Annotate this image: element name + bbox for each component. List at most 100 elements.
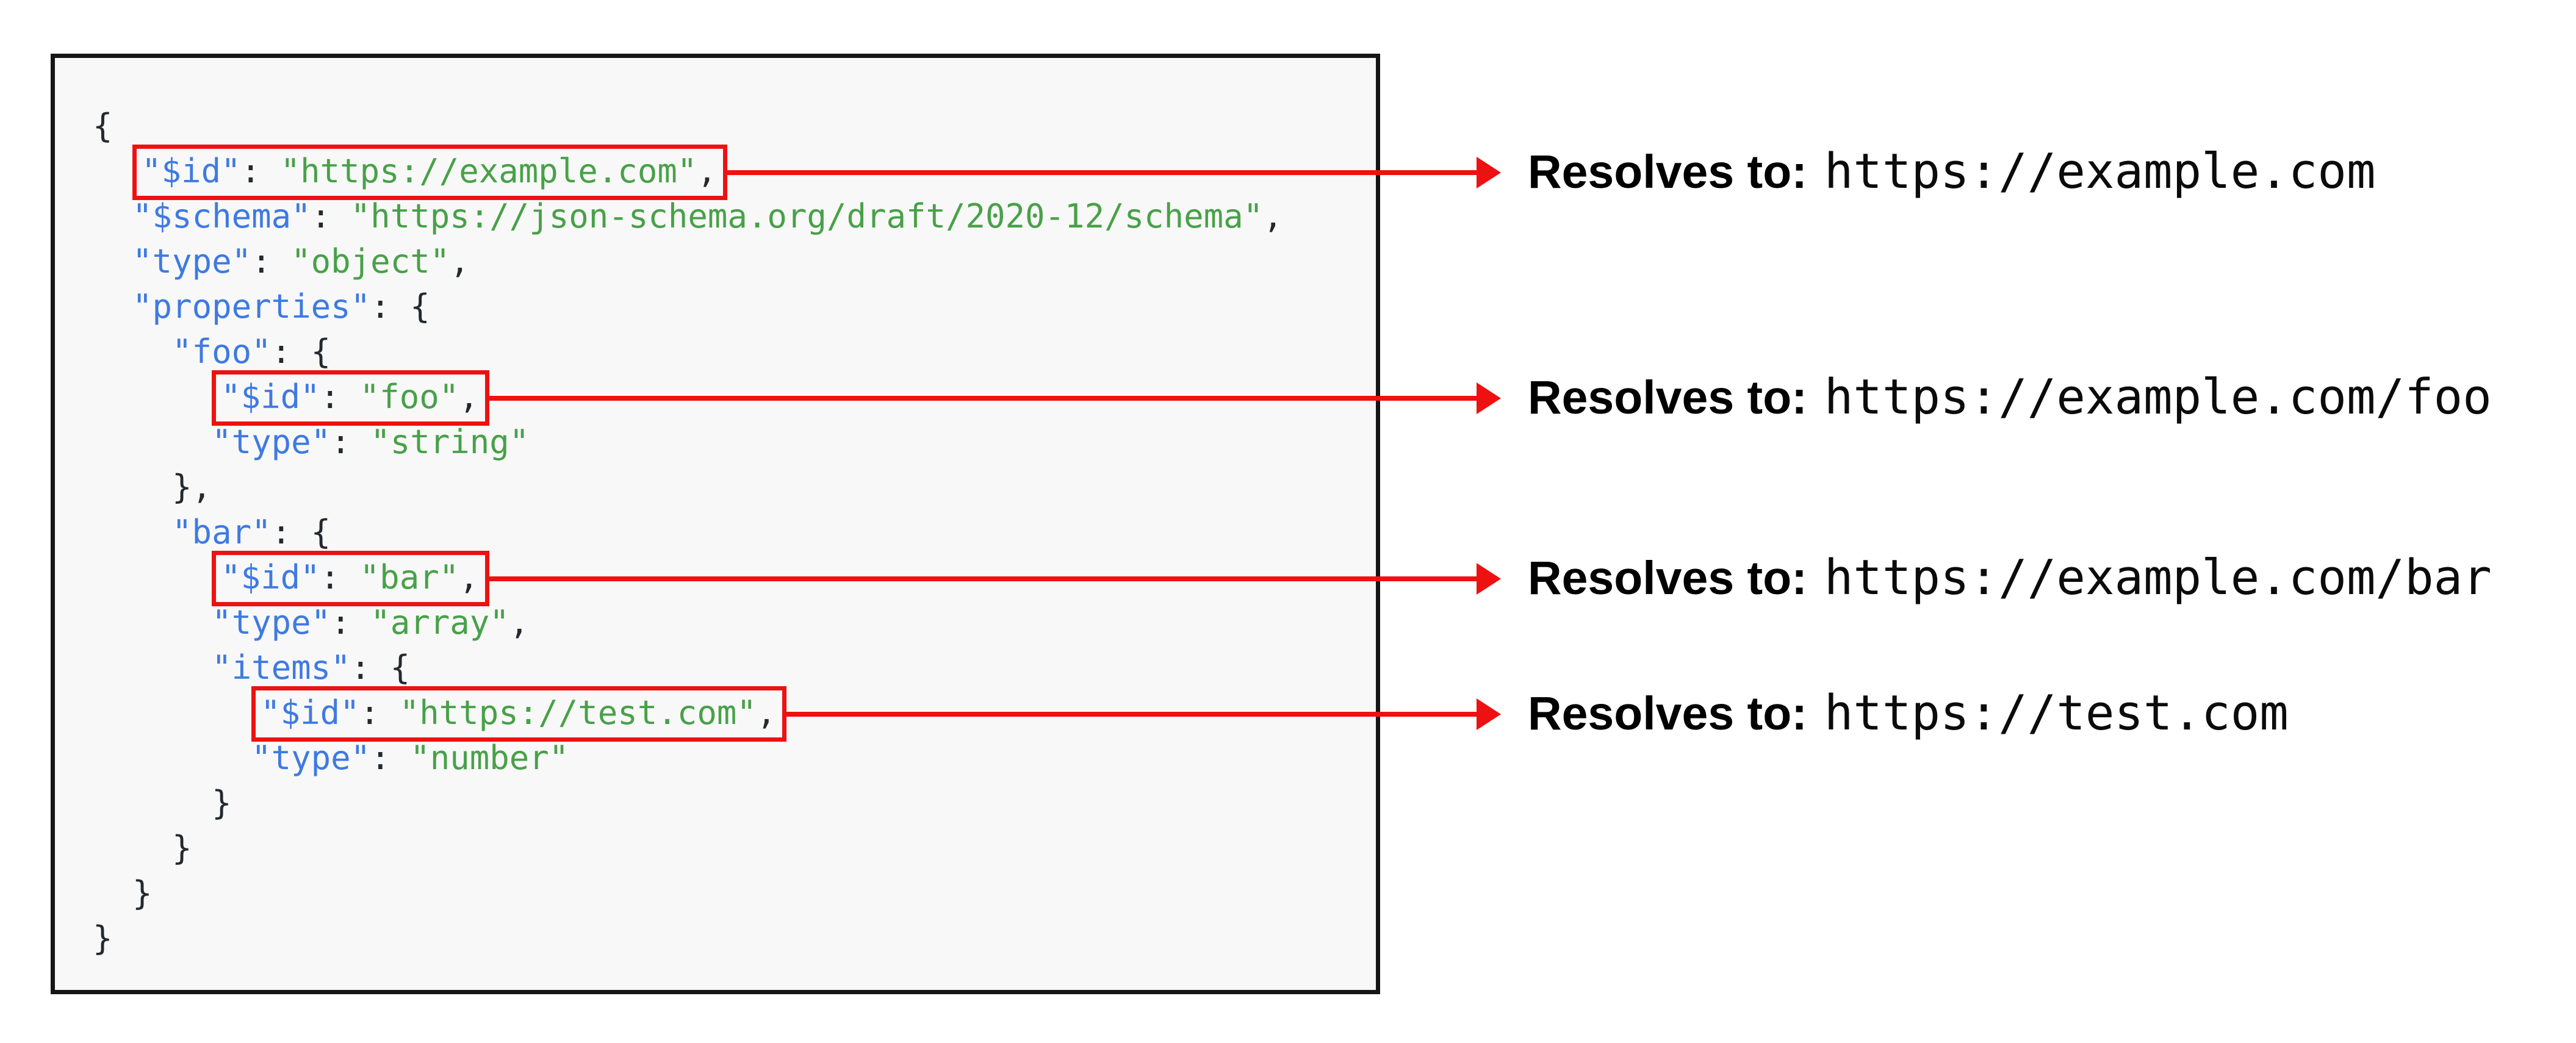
code-token-pun: } [132,874,153,912]
code-token-pun: : [320,558,360,597]
resolve-annotation: Resolves to: https://test.com [1528,685,2289,741]
code-line: "type": "array", [93,600,1283,645]
code-line: "$schema": "https://json-schema.org/draf… [93,194,1283,239]
code-token-key: "items" [212,648,351,687]
code-token-key: "type" [212,603,331,642]
code-token-str: "https://json-schema.org/draft/2020-12/s… [350,197,1264,235]
id-highlight-box: "$id": "bar", [212,551,489,606]
code-token-key: "type" [212,423,331,461]
code-line: } [93,781,1283,826]
code-line: "properties": { [93,284,1283,329]
resolves-to-label: Resolves to: [1528,687,1807,740]
id-highlight-box: "$id": "https://test.com", [251,686,787,742]
code-token-key: "properties" [132,287,371,326]
code-token-pun: } [172,829,192,867]
code-token-key: "type" [251,739,371,777]
code-indent [93,739,251,777]
code-indent [93,197,132,235]
arrow-head-icon [1477,698,1501,730]
code-indent [93,694,251,732]
code-token-pun: , [450,242,470,281]
code-indent [93,874,132,912]
code-token-key: "bar" [172,513,272,551]
code-indent [93,242,132,281]
code-token-key: "$id" [221,378,320,416]
code-indent [93,648,212,687]
code-token-pun: : [359,694,400,732]
code-token-pun: } [93,919,113,958]
code-indent [93,287,132,326]
arrow-head-icon [1477,562,1501,595]
code-token-pun: , [509,603,530,642]
id-highlight-box: "$id": "https://example.com", [132,145,727,200]
resolve-annotation: Resolves to:https://example.com/foo [1528,369,2492,425]
code-token-key: "type" [132,242,252,281]
code-token-pun: : [240,152,281,190]
code-token-pun: } [212,784,232,822]
code-token-pun: : [370,739,411,777]
resolve-arrow-line [487,576,1478,581]
code-token-str: "bar" [359,558,459,597]
code-token-str: "https://test.com" [399,694,757,732]
code-token-str: "https://example.com" [280,152,697,190]
code-token-pun: , [459,378,479,416]
code-token-str: "foo" [359,378,459,416]
code-indent [93,152,132,190]
code-token-pun: : [320,378,360,416]
resolve-arrow-line [725,170,1478,175]
code-token-pun: , [459,558,479,597]
code-line: "bar": { [93,510,1283,555]
code-line: "$id": "foo", [93,370,1283,426]
code-token-pun: , [697,152,717,190]
code-token-pun: : { [271,513,331,551]
code-token-key: "$id" [261,694,360,732]
code-line: "foo": { [93,329,1283,375]
code-line: "$id": "https://example.com", [93,145,1283,200]
code-token-pun: : { [350,648,411,687]
arrow-head-icon [1477,156,1501,188]
code-line: "type": "string" [93,420,1283,465]
code-token-key: "$schema" [132,197,311,235]
code-token-pun: : { [370,287,430,326]
resolves-to-label: Resolves to: [1528,371,1807,424]
code-token-pun: }, [172,468,212,506]
code-token-str: "array" [370,603,509,642]
code-token-str: "string" [370,423,530,461]
code-token-pun: : [311,197,351,235]
code-token-pun: , [756,694,777,732]
code-indent [93,378,212,416]
code-token-pun: : [251,242,292,281]
resolved-uri-value: https://test.com [1824,684,2289,741]
json-schema-code-panel: { "$id": "https://example.com", "$schema… [51,54,1380,994]
resolves-to-label: Resolves to: [1528,145,1807,198]
code-token-key: "foo" [172,332,272,371]
code-indent [93,829,172,867]
resolve-annotation: Resolves to: https://example.com/bar [1528,550,2492,606]
code-token-pun: : [331,603,371,642]
code-indent [93,332,172,371]
id-highlight-box: "$id": "foo", [212,370,489,426]
resolve-arrow-line [487,395,1478,401]
code-token-pun: : [331,423,371,461]
resolved-uri-value: https://example.com [1824,143,2376,199]
resolves-to-label: Resolves to: [1528,551,1807,604]
code-indent [93,603,212,642]
resolved-uri-value: https://example.com/bar [1824,549,2492,606]
code-indent [93,513,172,551]
code-line: { [93,104,1283,149]
resolve-annotation: Resolves to: https://example.com [1528,143,2376,199]
code-indent [93,784,212,822]
code-token-key: "$id" [221,558,320,597]
code-indent [93,423,212,461]
code-line: "type": "number" [93,736,1283,781]
json-code-block: { "$id": "https://example.com", "$schema… [93,104,1283,961]
code-token-str: "number" [410,739,569,777]
code-indent [93,468,172,506]
code-token-pun: : { [271,332,331,371]
code-token-pun: { [93,107,113,145]
code-token-key: "$id" [142,152,241,190]
code-token-pun: , [1263,197,1283,235]
code-line: "$id": "bar", [93,551,1283,606]
code-line: "type": "object", [93,239,1283,284]
